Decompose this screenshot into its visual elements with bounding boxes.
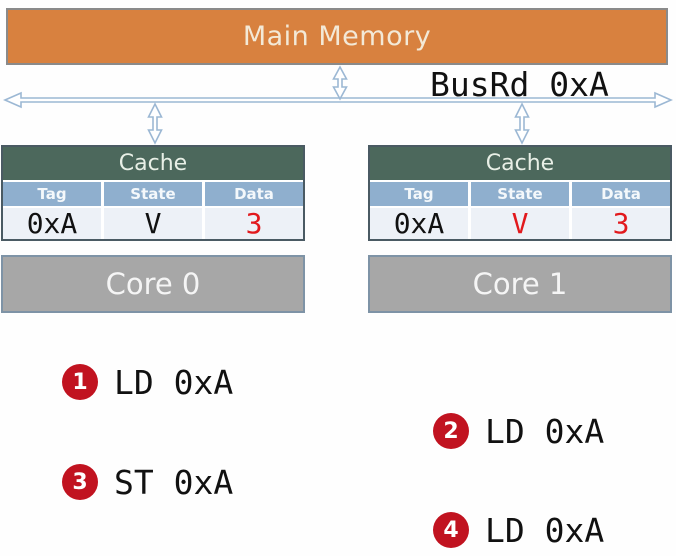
step-1-operation: LD 0xA bbox=[114, 362, 234, 402]
cache0-column-headers: Tag State Data bbox=[3, 182, 303, 208]
cache0-col-tag: Tag bbox=[3, 182, 101, 206]
memory-bus-arrow bbox=[332, 65, 348, 101]
cache1-table: Cache Tag State Data 0xA V 3 bbox=[368, 145, 672, 241]
step-4: 4 LD 0xA bbox=[433, 510, 605, 550]
bus-transaction-label: BusRd 0xA bbox=[430, 65, 609, 104]
step-2-badge: 2 bbox=[433, 413, 469, 449]
step-2: 2 LD 0xA bbox=[433, 411, 605, 451]
cache1-tag-value: 0xA bbox=[370, 208, 468, 239]
cache1-title: Cache bbox=[370, 147, 670, 182]
cache0-col-data: Data bbox=[202, 182, 303, 206]
step-3-operation: ST 0xA bbox=[114, 462, 234, 502]
cache0-bus-arrow bbox=[147, 102, 163, 145]
step-4-badge: 4 bbox=[433, 512, 469, 548]
step-3-badge: 3 bbox=[62, 464, 98, 500]
cache1-entry-row: 0xA V 3 bbox=[370, 208, 670, 239]
cache0-table: Cache Tag State Data 0xA V 3 bbox=[1, 145, 305, 241]
cache1-col-tag: Tag bbox=[370, 182, 468, 206]
core0-label: Core 0 bbox=[105, 267, 201, 301]
cache0-data-value: 3 bbox=[202, 208, 303, 239]
cache0-entry-row: 0xA V 3 bbox=[3, 208, 303, 239]
core1-label: Core 1 bbox=[472, 267, 568, 301]
cache1-state-value: V bbox=[468, 208, 569, 239]
cache1-data-value: 3 bbox=[569, 208, 670, 239]
cache1-bus-arrow bbox=[514, 102, 530, 145]
step-2-operation: LD 0xA bbox=[485, 411, 605, 451]
main-memory-box: Main Memory bbox=[6, 8, 668, 65]
cache1-col-state: State bbox=[468, 182, 569, 206]
cache0-title: Cache bbox=[3, 147, 303, 182]
cache1-column-headers: Tag State Data bbox=[370, 182, 670, 208]
core0-box: Core 0 bbox=[1, 255, 305, 313]
cache0-col-state: State bbox=[101, 182, 202, 206]
cache0-state-value: V bbox=[101, 208, 202, 239]
cache1-col-data: Data bbox=[569, 182, 670, 206]
step-1-badge: 1 bbox=[62, 364, 98, 400]
cache0-tag-value: 0xA bbox=[3, 208, 101, 239]
step-1: 1 LD 0xA bbox=[62, 362, 234, 402]
step-4-operation: LD 0xA bbox=[485, 510, 605, 550]
main-memory-label: Main Memory bbox=[242, 21, 432, 52]
core1-box: Core 1 bbox=[368, 255, 672, 313]
step-3: 3 ST 0xA bbox=[62, 462, 234, 502]
